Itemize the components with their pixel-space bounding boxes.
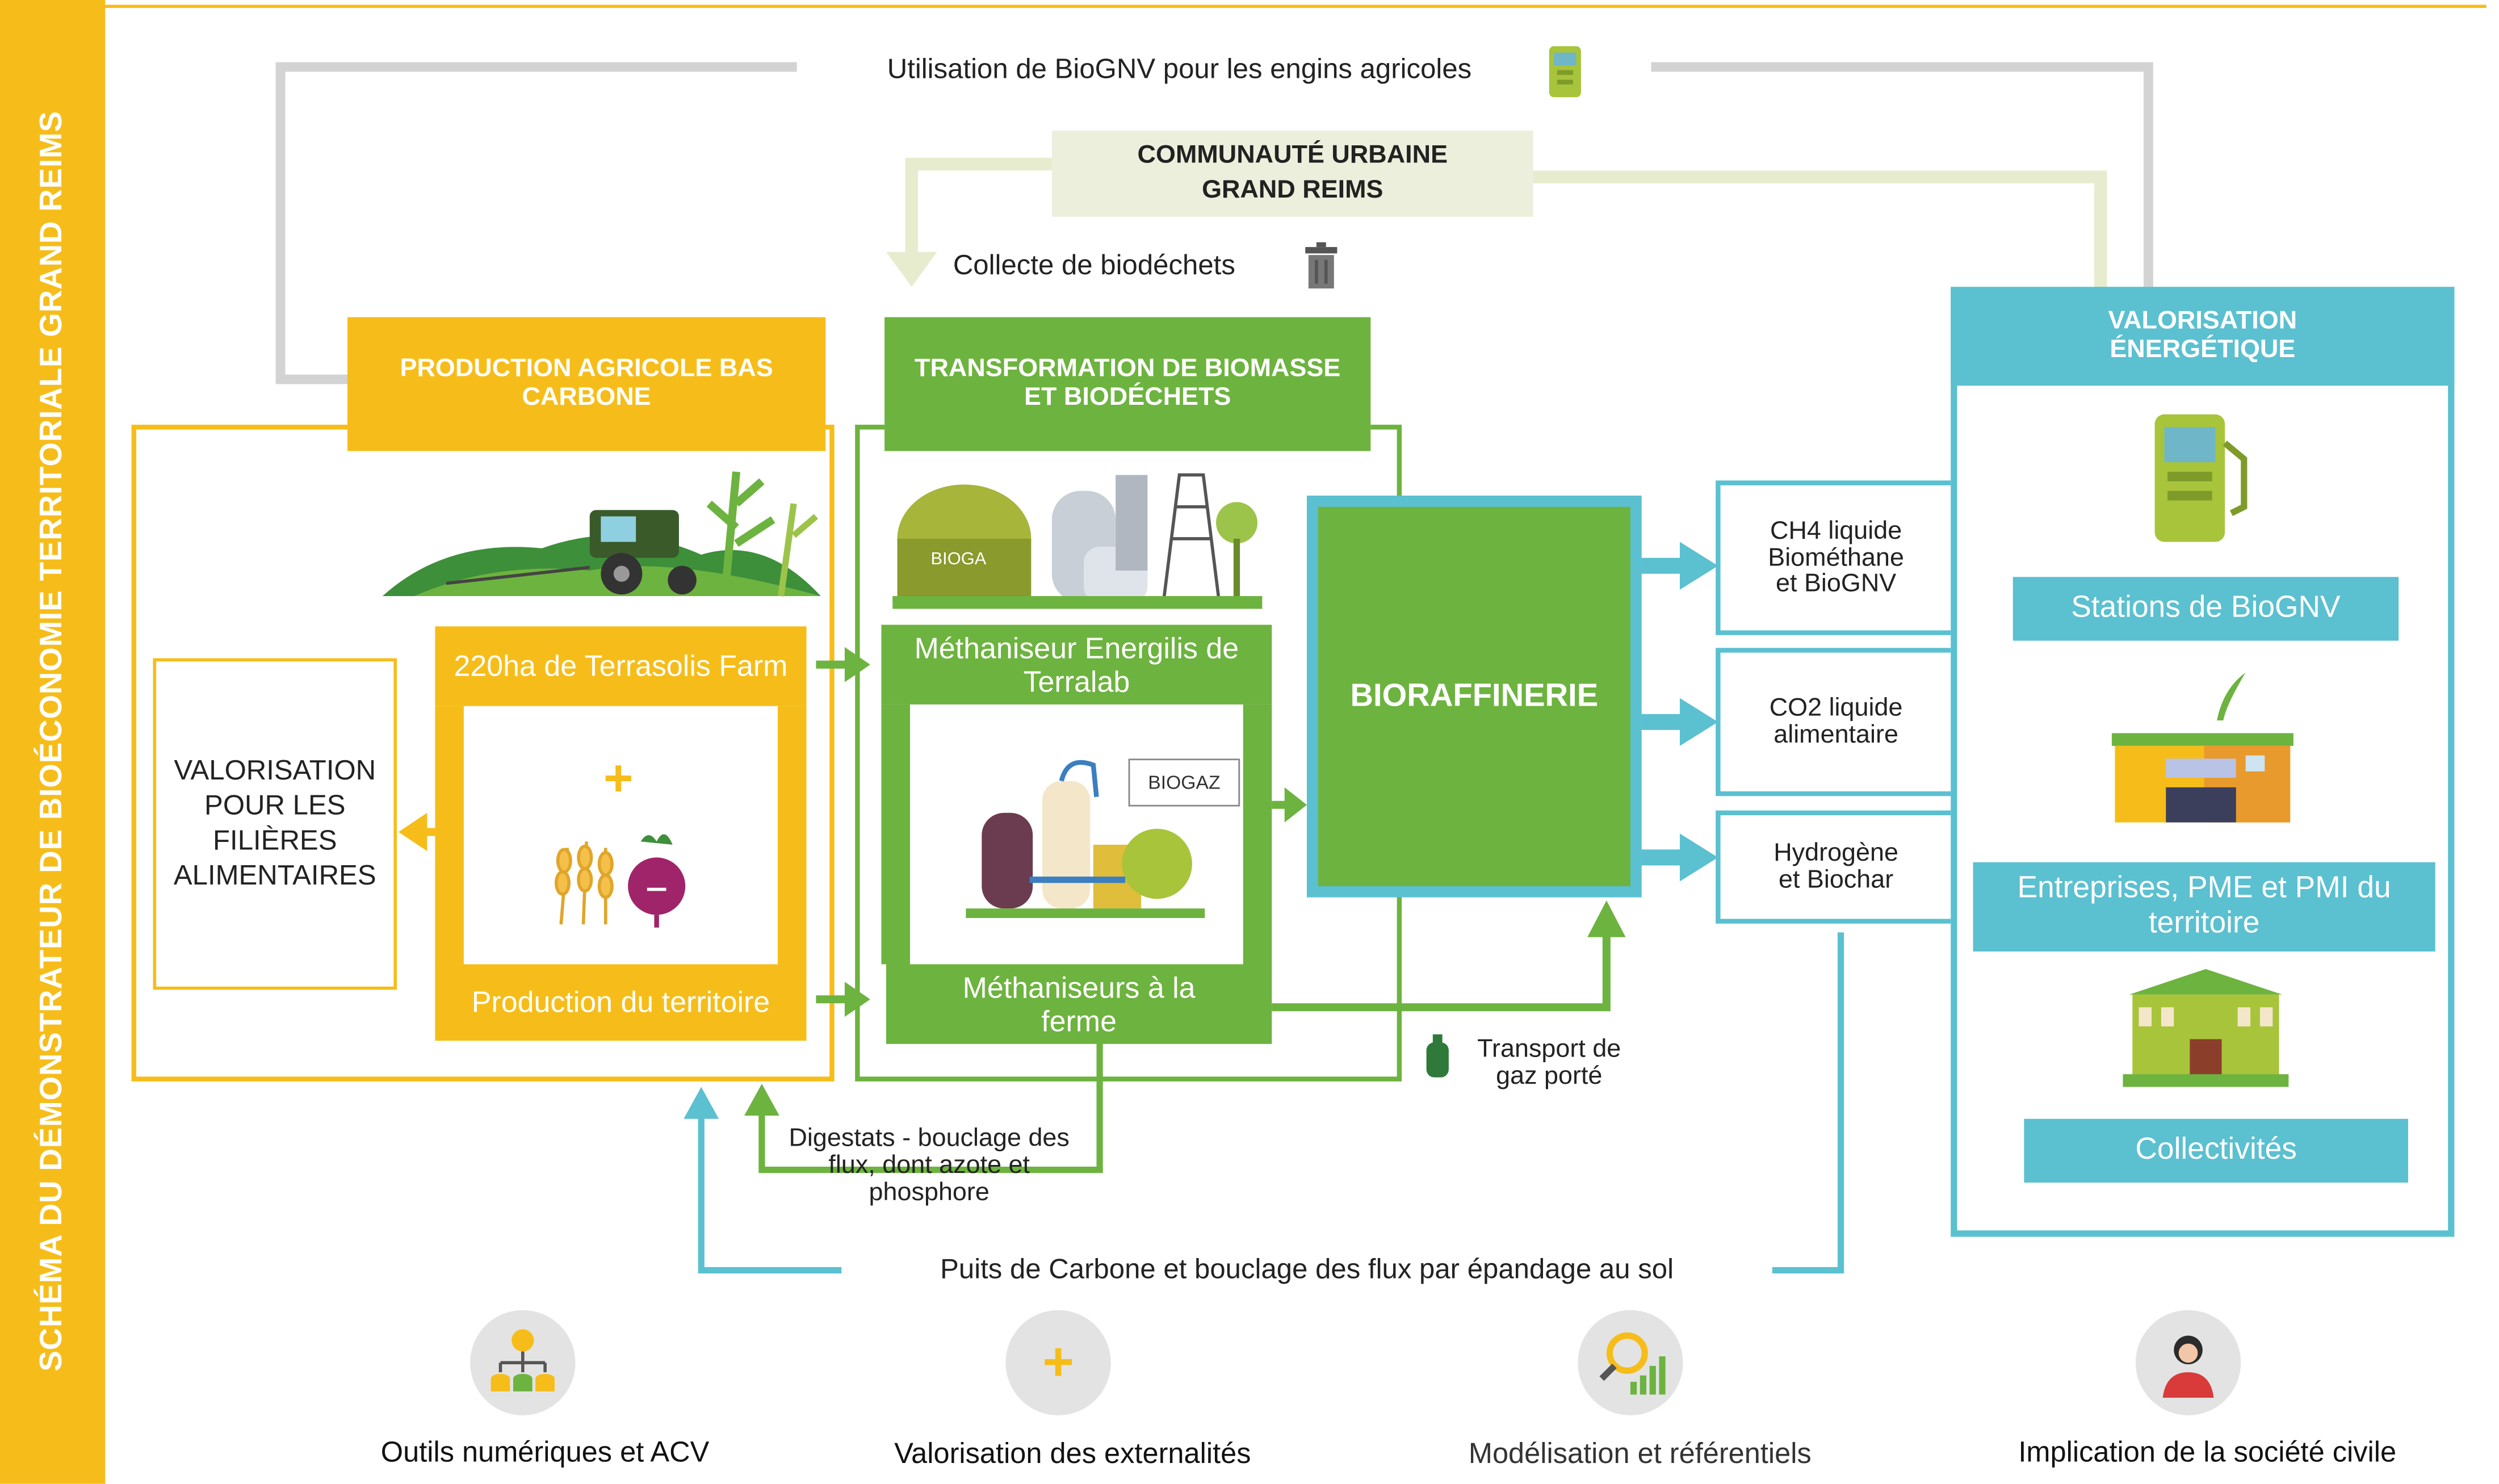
biognv-loop-line	[275, 62, 2153, 384]
wheat-beet-icon	[554, 834, 686, 928]
alim-arrowhead	[398, 812, 427, 852]
ferme-to-bioraffinerie-arrowhead	[1587, 900, 1626, 937]
stations-biognv-box: Stations de BioGNV	[2012, 577, 2399, 641]
transport-label: Transport de gaz porté	[1477, 1036, 1621, 1090]
puits-arrowhead	[684, 1087, 719, 1119]
output-ch4-line3: et BioGNV	[1776, 571, 1897, 598]
output-ch4-line2: Biométhane	[1768, 544, 1904, 572]
communaute-line1: COMMUNAUTÉ URBAINE	[1137, 141, 1448, 169]
digestats-line	[758, 1039, 1103, 1173]
valorisation-alimentaire-box: VALORISATION POUR LES FILIÈRES ALIMENTAI…	[153, 658, 397, 990]
outils-numeriques-label: Outils numériques et ACV	[380, 1436, 710, 1468]
biogas-plant-illustration: BIOGA	[892, 473, 1263, 609]
city-hall-icon	[2123, 969, 2289, 1087]
magnifier-chart-icon	[1578, 1310, 1683, 1415]
transformation-inner-frame	[881, 704, 1272, 965]
production-header: PRODUCTION AGRICOLE BAS CARBONE	[347, 317, 826, 451]
output-arrows	[1641, 542, 1718, 882]
output-ch4-line1: CH4 liquide	[1770, 517, 1902, 545]
entreprises-box: Entreprises, PME et PMI du territoire	[1973, 862, 2435, 952]
territoire-production-box: Production du territoire	[435, 964, 807, 1041]
tractor-field-illustration	[382, 471, 821, 597]
arrow-to-bioraffinerie	[1284, 787, 1307, 823]
energie-header: VALORISATION ÉNERGÉTIQUE	[1951, 287, 2455, 386]
bioraffinerie-box: BIORAFFINERIE	[1307, 496, 1642, 898]
output-co2-line2: alimentaire	[1773, 722, 1898, 749]
puits-line	[1772, 932, 1844, 1274]
plus-sign: +	[603, 748, 634, 806]
output-co2-line1: CO2 liquide	[1769, 695, 1903, 723]
valorisation-externalites-label: Valorisation des externalités	[894, 1437, 1251, 1470]
output-hydrogene-line1: Hydrogène	[1773, 839, 1899, 867]
gas-bottle-icon	[1426, 1034, 1449, 1078]
terrasolis-farm-box: 220ha de Terrasolis Farm	[435, 626, 807, 706]
arrow-territoire-ferme	[844, 982, 870, 1017]
methaniseurs-ferme-box: Méthaniseurs à la ferme	[886, 964, 1272, 1044]
collecte-label: Collecte de biodéchets	[953, 248, 1235, 281]
digestats-arrowhead	[744, 1084, 779, 1116]
output-hydrogene-box: Hydrogène et Biochar	[1723, 816, 1949, 919]
side-title-band: SCHÉMA DU DÉMONSTRATEUR DE BIOÉCONOMIE T…	[0, 0, 106, 1484]
output-hydrogene-line2: et Biochar	[1778, 866, 1894, 894]
digester-illustration	[966, 760, 1205, 919]
collectivites-box: Collectivités	[2024, 1118, 2408, 1183]
biogaz-tag: BIOGAZ	[1128, 758, 1240, 807]
puits-carbone-label: Puits de Carbone et bouclage des flux pa…	[940, 1252, 1674, 1285]
database-network-icon	[470, 1310, 576, 1415]
digestats-label: Digestats - bouclage des flux, dont azot…	[789, 1125, 1070, 1206]
communaute-loop-line	[905, 157, 2107, 287]
transformation-header: TRANSFORMATION DE BIOMASSE ET BIODÉCHETS	[884, 317, 1371, 451]
communaute-box: COMMUNAUTÉ URBAINE GRAND REIMS	[1051, 131, 1533, 217]
transformation-frame	[855, 425, 1402, 1081]
methaniseur-energilis-box: Méthaniseur Energilis de Terralab	[881, 624, 1272, 705]
collecte-arrowhead	[886, 251, 937, 287]
bioga-label: BIOGA	[931, 548, 987, 568]
factory-icon	[2111, 672, 2293, 823]
modelisation-label: Modélisation et référentiels	[1468, 1437, 1812, 1470]
biognv-usage-label: Utilisation de BioGNV pour les engins ag…	[887, 52, 1472, 85]
person-icon	[2135, 1310, 2241, 1415]
output-co2-box: CO2 liquide alimentaire	[1723, 655, 1949, 792]
production-frame	[131, 425, 835, 1081]
societe-civile-label: Implication de la société civile	[2018, 1436, 2397, 1468]
output-to-energie-lines	[1716, 480, 1951, 924]
ferme-to-bioraffinerie-line	[1272, 932, 1611, 1012]
arrow-farm-methaniseur	[844, 647, 870, 682]
plus-icon: +	[1005, 1310, 1111, 1415]
production-inner-frame	[435, 706, 807, 965]
trash-bin-icon	[1305, 242, 1337, 289]
fuel-pump-icon	[1549, 46, 1581, 98]
communaute-line2: GRAND REIMS	[1202, 177, 1383, 204]
biognv-station-icon	[2154, 414, 2248, 542]
output-ch4-box: CH4 liquide Biométhane et BioGNV	[1723, 488, 1949, 631]
